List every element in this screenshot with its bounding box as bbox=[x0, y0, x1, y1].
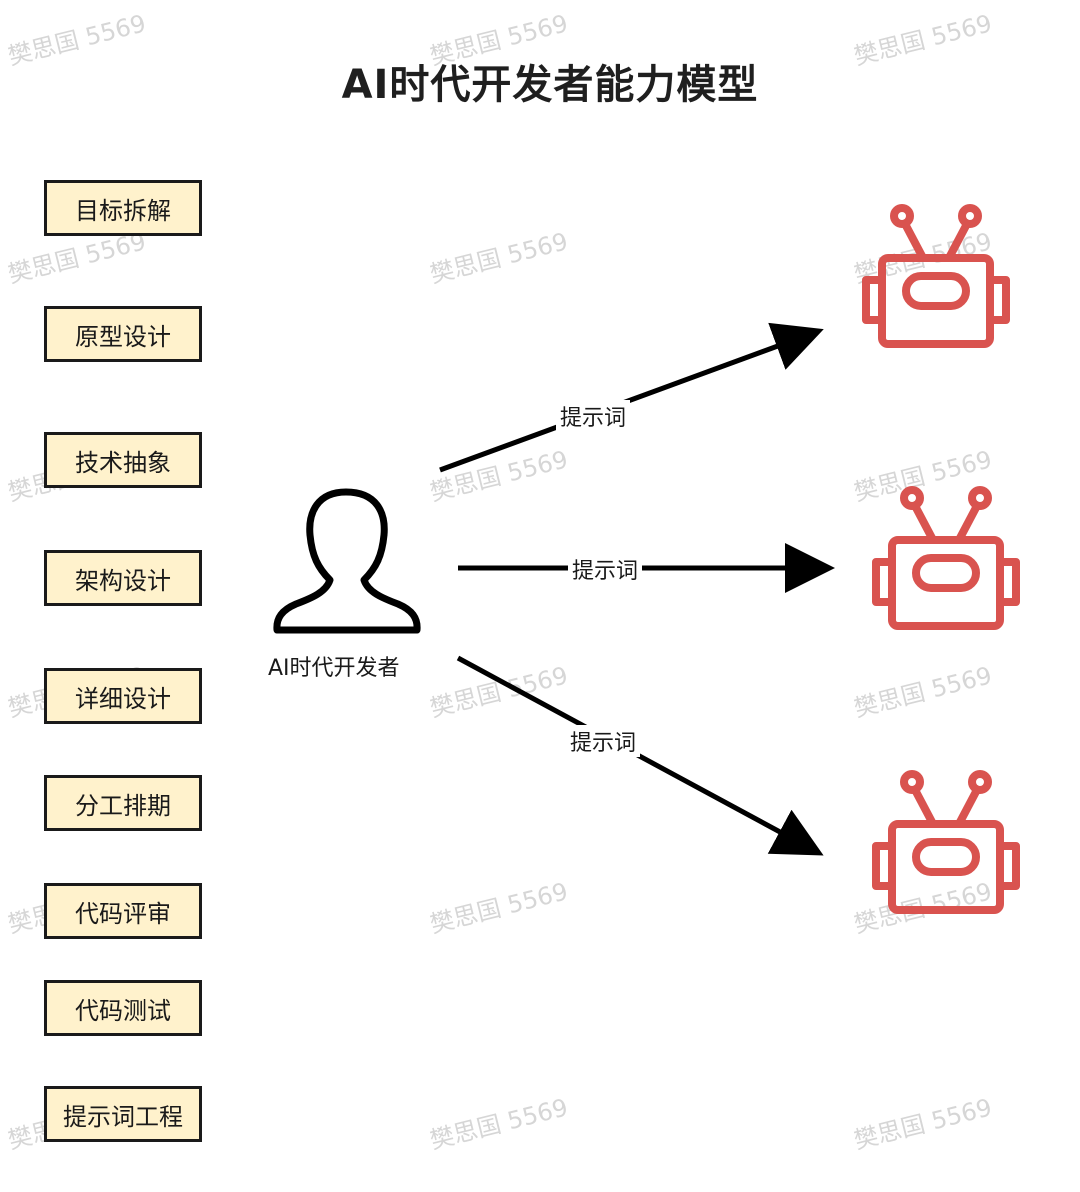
diagram-title: AI时代开发者能力模型 bbox=[341, 62, 759, 108]
skill-box: 原型设计 bbox=[44, 306, 202, 362]
robot-icon bbox=[862, 204, 1010, 348]
skill-box: 架构设计 bbox=[44, 550, 202, 606]
skill-box: 提示词工程 bbox=[44, 1086, 202, 1142]
user-icon bbox=[273, 488, 421, 634]
skill-box: 详细设计 bbox=[44, 668, 202, 724]
edge-label-bottom: 提示词 bbox=[566, 725, 641, 757]
edge-label-middle: 提示词 bbox=[568, 553, 643, 585]
skill-box: 代码评审 bbox=[44, 883, 202, 939]
edge-label-top: 提示词 bbox=[556, 400, 631, 432]
robot-icon bbox=[872, 486, 1020, 630]
skill-box: 目标拆解 bbox=[44, 180, 202, 236]
robot-icon bbox=[872, 770, 1020, 914]
skill-box: 技术抽象 bbox=[44, 432, 202, 488]
skill-box: 分工排期 bbox=[44, 775, 202, 831]
skill-box: 代码测试 bbox=[44, 980, 202, 1036]
developer-label: AI时代开发者 bbox=[268, 656, 400, 681]
